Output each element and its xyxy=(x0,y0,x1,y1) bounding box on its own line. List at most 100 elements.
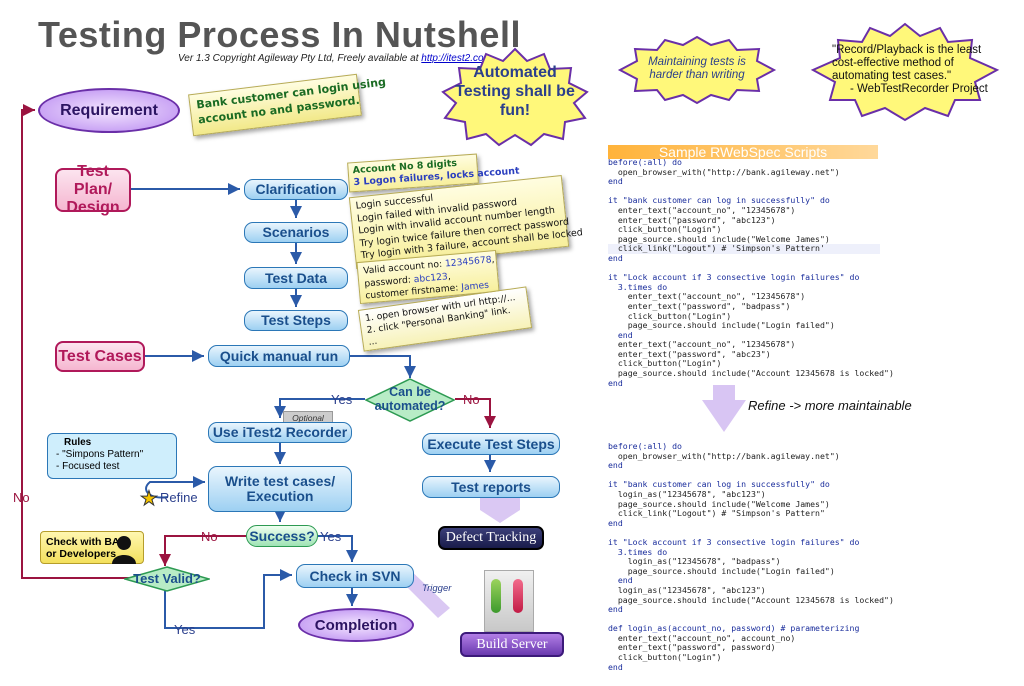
test-plan-node[interactable]: Test Plan/ Design xyxy=(55,163,131,216)
refine-caption: Refine -> more maintainable xyxy=(748,398,912,413)
clarification-node[interactable]: Clarification xyxy=(244,179,348,200)
automated-line-3: fun! xyxy=(499,102,531,119)
code-line: enter_text("password", "abc23") xyxy=(608,348,771,359)
test-data-value-1: 12345678 xyxy=(444,254,493,270)
edge-label-yes-valid: Yes xyxy=(174,622,196,637)
code-line: enter_text("account_no", "12345678") xyxy=(608,291,806,302)
test-data-value-2: abc123 xyxy=(413,270,449,285)
rules-title: Rules xyxy=(64,437,92,448)
test-valid-diamond[interactable] xyxy=(124,566,210,592)
page-subtitle: Ver 1.3 Copyright Agileway Pty Ltd, Free… xyxy=(178,53,492,64)
record-line-4: - WebTestRecorder Project xyxy=(850,83,988,95)
code-line: def login_as(account_no, password) # par… xyxy=(608,623,860,634)
code-line: page_source.should include("Login failed… xyxy=(608,320,835,331)
record-line-3: automating test cases." xyxy=(832,70,952,82)
scenarios-node[interactable]: Scenarios xyxy=(244,222,348,243)
edge-label-yes-success: Yes xyxy=(320,529,342,544)
code-line: end xyxy=(608,252,623,263)
write-test-cases-line-1: Write test cases/ xyxy=(224,473,336,489)
test-valid-text: Test Valid? xyxy=(133,571,201,586)
build-server-node[interactable]: Build Server xyxy=(460,632,564,657)
execute-test-steps-node[interactable]: Execute Test Steps xyxy=(422,433,560,455)
maintaining-line-2: harder than writing xyxy=(649,69,745,81)
code-line: 3.times do xyxy=(608,281,668,292)
completion-node[interactable]: Completion xyxy=(298,608,414,642)
subtitle-link[interactable]: http://itest2.com xyxy=(421,53,492,64)
code-panel-title: Sample RWebSpec Scripts xyxy=(608,145,878,159)
rules-box: Rules - "Simpons Pattern" - Focused test xyxy=(47,433,177,479)
star-icon: ★ xyxy=(140,488,159,511)
test-reports-node[interactable]: Test reports xyxy=(422,476,560,498)
code-line: page_source.should include("Account 1234… xyxy=(608,368,894,379)
code-line: enter_text("password", password) xyxy=(608,642,776,653)
code-line: end xyxy=(608,575,633,586)
defect-tracking-node[interactable]: Defect Tracking xyxy=(438,526,544,550)
test-steps-node[interactable]: Test Steps xyxy=(244,310,348,331)
page-title: Testing Process In Nutshell xyxy=(38,14,521,55)
rule-2: - Focused test xyxy=(56,461,120,472)
requirement-node[interactable]: Requirement xyxy=(38,88,180,133)
trigger-label: Trigger xyxy=(422,583,452,594)
code-line: end xyxy=(608,517,623,528)
automated-text: Automated Testing shall be fun! xyxy=(450,63,580,120)
test-data-sep-2: , xyxy=(447,270,452,282)
code-line: end xyxy=(608,661,623,672)
code-line: page_source.should include("Account 1234… xyxy=(608,594,894,605)
use-itest2-recorder-node[interactable]: Use iTest2 Recorder xyxy=(208,422,352,443)
script-refined: before(:all) do open_browser_with("http:… xyxy=(608,441,894,672)
lava-lamp-icon xyxy=(513,579,523,613)
code-line: page_source.should include("Login failed… xyxy=(608,565,835,576)
quick-manual-run-node[interactable]: Quick manual run xyxy=(208,345,350,367)
code-line: it "bank customer can log in successfull… xyxy=(608,479,830,490)
starburst-automated xyxy=(441,47,589,147)
code-line: click_button("Login") xyxy=(608,224,722,235)
test-data-sep-1: , xyxy=(491,254,495,266)
person-icon xyxy=(112,536,136,564)
code-line: login_as("12345678", "abc123") xyxy=(608,584,766,595)
test-cases-node[interactable]: Test Cases xyxy=(55,341,145,372)
code-line: end xyxy=(608,329,633,340)
test-data-node[interactable]: Test Data xyxy=(244,267,348,289)
code-line: page_source.should include("Welcome Jame… xyxy=(608,233,830,244)
check-ba-line-2: or Developers xyxy=(46,548,117,560)
code-line: it "bank customer can log in successfull… xyxy=(608,195,830,206)
code-line: end xyxy=(608,176,623,187)
refine-label: Refine xyxy=(160,490,198,505)
code-line: click_button("Login") xyxy=(608,310,732,321)
script-original: before(:all) do open_browser_with("http:… xyxy=(608,157,894,388)
edge-label-yes-automate: Yes xyxy=(331,392,353,407)
record-line-1: "Record/Playback is the least xyxy=(832,44,982,56)
record-line-2: cost-effective method of xyxy=(832,57,954,69)
maintaining-text: Maintaining tests is harder than writing xyxy=(620,56,774,82)
subtitle-text: Ver 1.3 Copyright Agileway Pty Ltd, Free… xyxy=(178,53,422,64)
maintaining-line-1: Maintaining tests is xyxy=(648,56,746,68)
code-line: enter_text("account_no", account_no) xyxy=(608,632,796,643)
write-test-cases-node[interactable]: Write test cases/ Execution xyxy=(208,466,352,512)
build-server-image xyxy=(484,570,534,632)
code-line: it "Lock account if 3 consective login f… xyxy=(608,272,860,283)
test-plan-line-2: Design xyxy=(66,199,120,216)
code-line: open_browser_with("http://bank.agileway.… xyxy=(608,450,840,461)
rule-1: - "Simpons Pattern" xyxy=(56,449,144,460)
starburst-record xyxy=(810,22,1000,122)
code-line: enter_text("account_no", "12345678") xyxy=(608,204,796,215)
automated-line-2: Testing shall be xyxy=(455,83,575,100)
code-line: click_link("Logout") # 'Simpson's Patter… xyxy=(608,244,880,254)
code-line: enter_text("password", "abc123") xyxy=(608,214,776,225)
code-line: click_button("Login") xyxy=(608,358,722,369)
success-decision[interactable]: Success? xyxy=(246,525,318,547)
code-line: open_browser_with("http://bank.agileway.… xyxy=(608,166,840,177)
write-test-cases-line-2: Execution xyxy=(246,488,314,504)
code-line: 3.times do xyxy=(608,546,668,557)
code-line: end xyxy=(608,604,623,615)
code-line: page_source.should include("Welcome Jame… xyxy=(608,498,830,509)
lava-lamp-icon xyxy=(491,579,501,613)
check-in-svn-node[interactable]: Check in SVN xyxy=(296,564,414,588)
refine-loop: ★ Refine xyxy=(140,486,210,511)
automated-line-1: Automated xyxy=(473,64,557,81)
code-line: end xyxy=(608,460,623,471)
can-be-automated-diamond[interactable] xyxy=(365,378,455,422)
code-line: click_button("Login") xyxy=(608,652,722,663)
code-line: enter_text("account_no", "12345678") xyxy=(608,339,796,350)
